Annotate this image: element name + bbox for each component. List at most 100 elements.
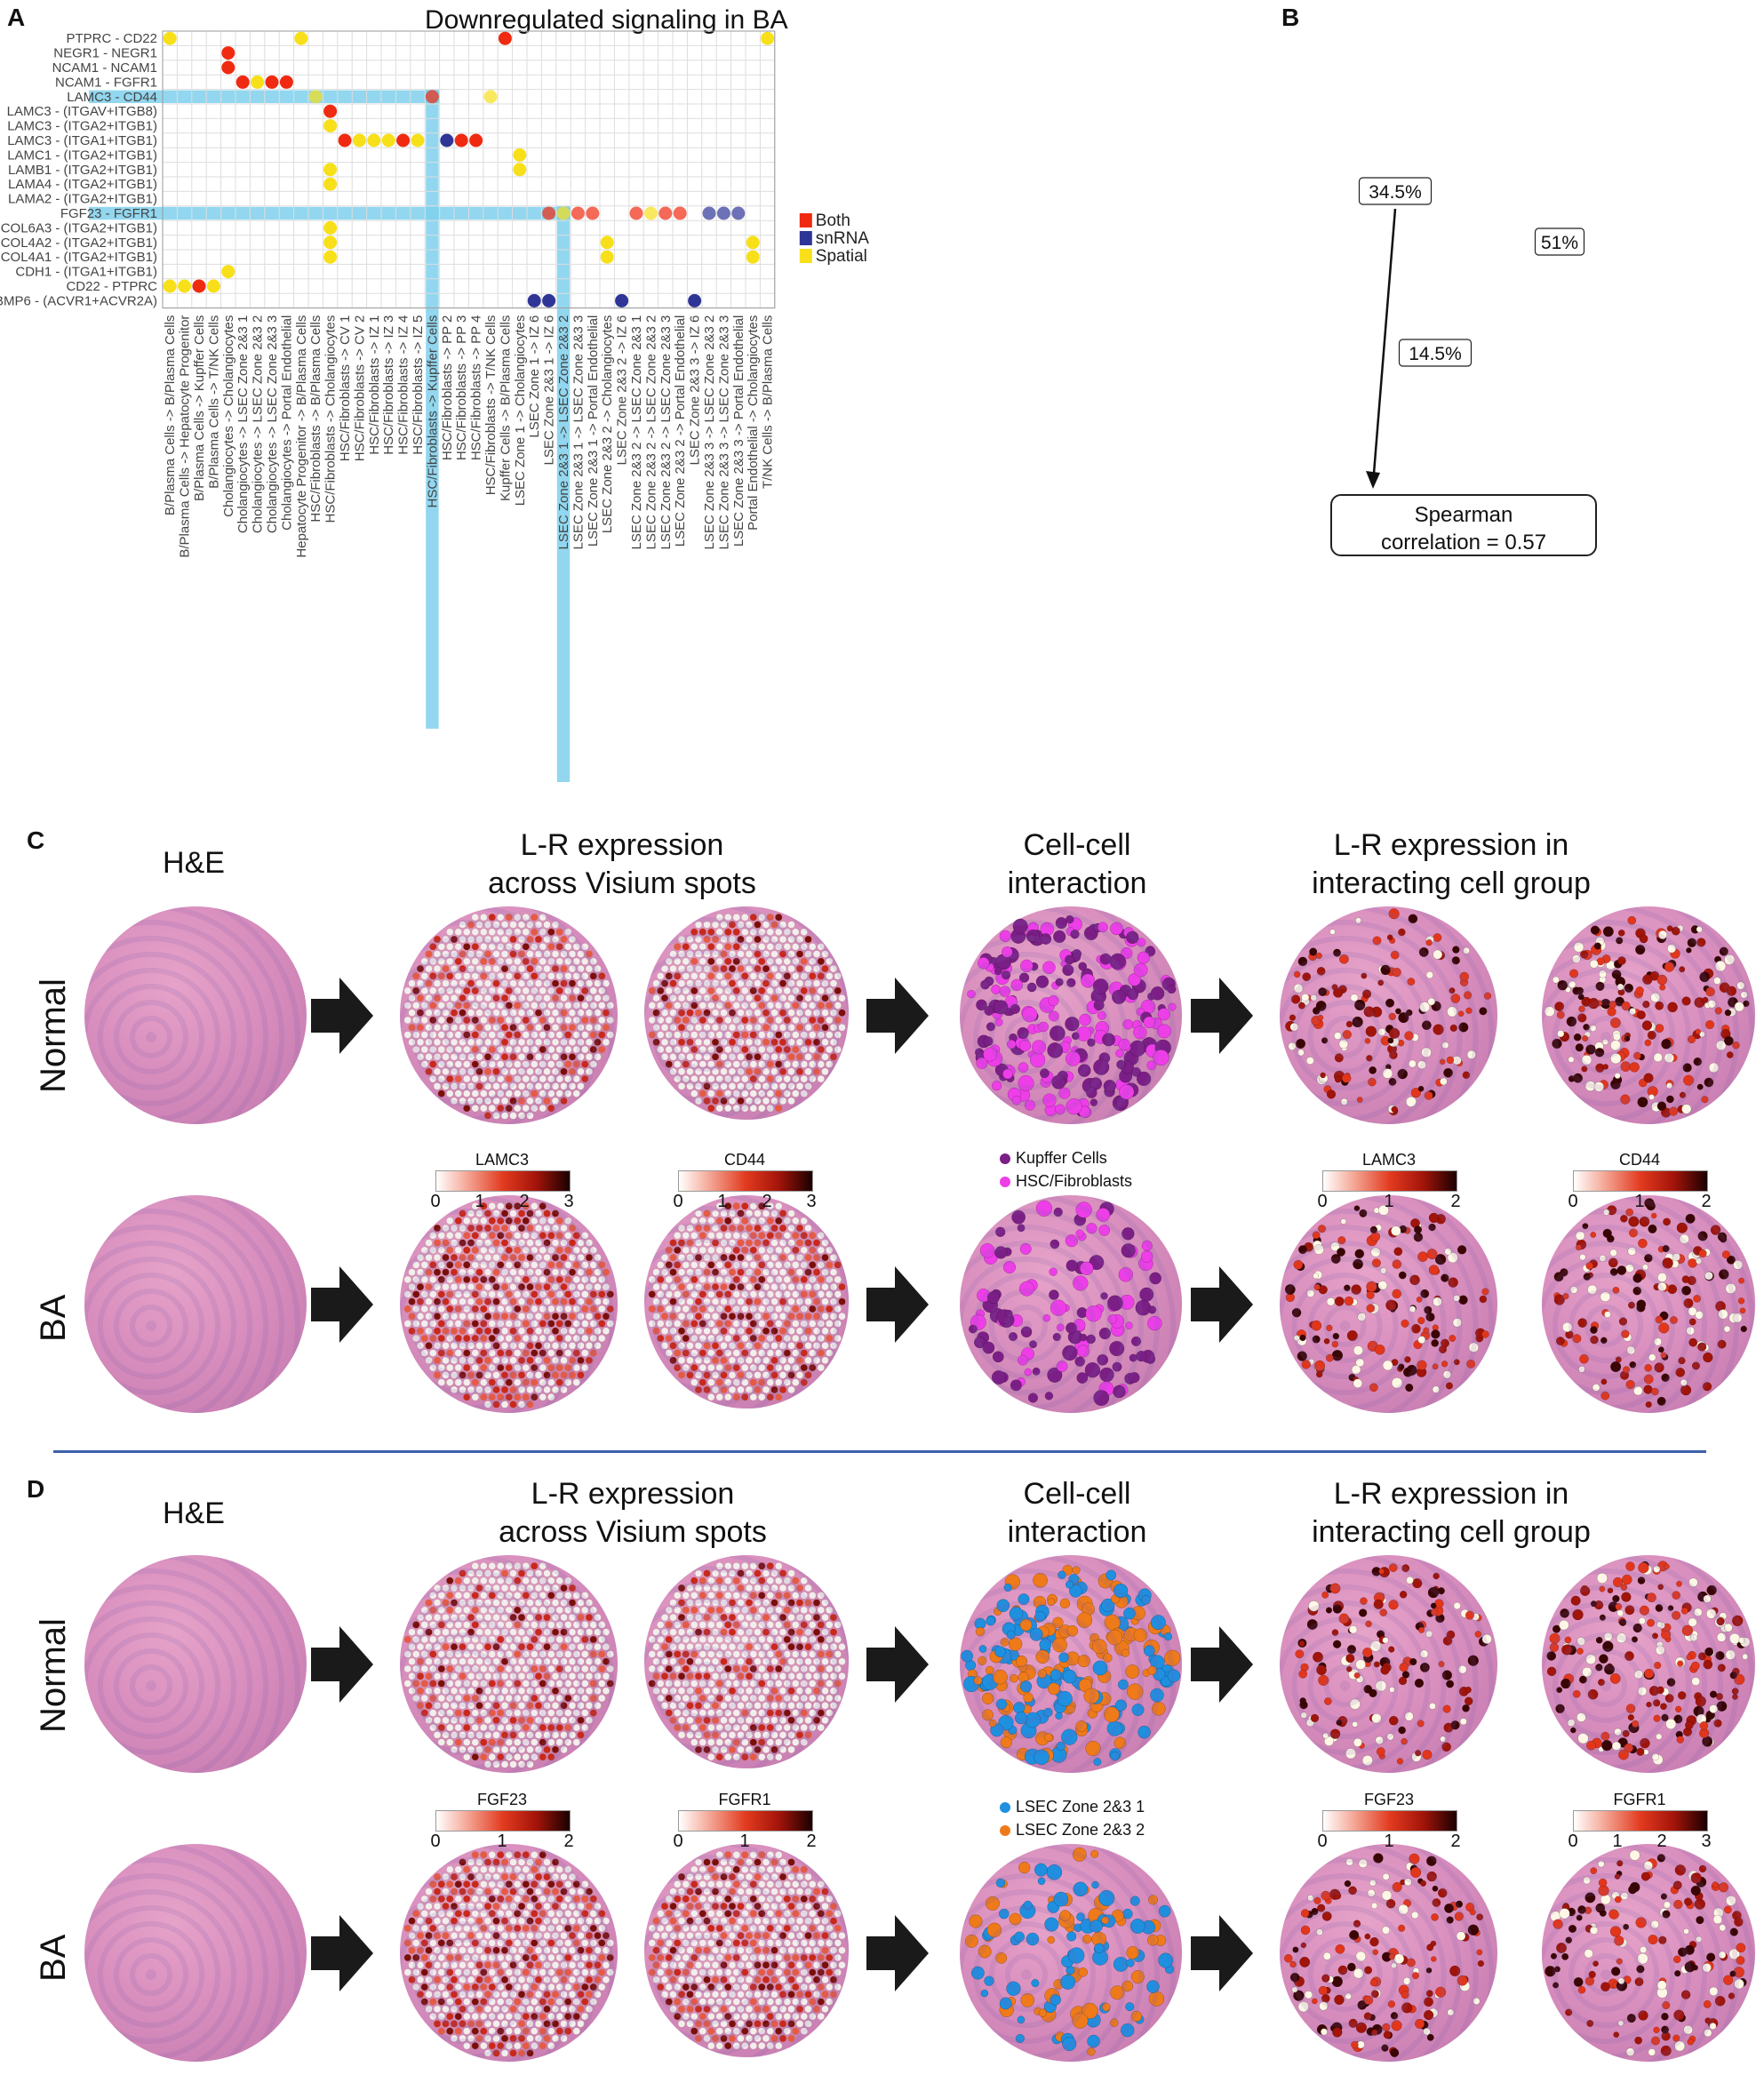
- visium-spot: [526, 1282, 534, 1291]
- x-tick-label: LSEC Zone 1 -> IZ 6: [527, 315, 542, 438]
- spot: [1334, 1075, 1342, 1083]
- d-row-normal: Normal: [34, 1618, 73, 1733]
- spot: [1598, 970, 1608, 978]
- visium-spot: [480, 1562, 488, 1570]
- spot: [1600, 1731, 1610, 1741]
- visium-spot: [551, 1371, 560, 1379]
- spot: [978, 1676, 994, 1692]
- spot: [1472, 1613, 1480, 1621]
- visium-spot: [577, 1038, 585, 1046]
- visium-spot: [551, 1716, 560, 1725]
- spot: [984, 1344, 994, 1354]
- visium-spot: [459, 979, 467, 987]
- spot: [1353, 1737, 1362, 1747]
- spot: [1140, 999, 1156, 1015]
- spot: [1310, 994, 1317, 1002]
- spot: [1301, 1360, 1312, 1369]
- visium-spot: [585, 1702, 594, 1710]
- visium-spot: [543, 1009, 551, 1017]
- spot: [1085, 1740, 1101, 1757]
- visium-spot: [497, 1363, 505, 1372]
- visium-spot: [564, 1320, 572, 1328]
- visium-spot: [698, 1320, 706, 1328]
- spot: [1297, 1245, 1307, 1255]
- visium-spot: [745, 1613, 754, 1622]
- visium-spot: [809, 1261, 817, 1269]
- visium-spot: [522, 1349, 530, 1357]
- visium-spot: [711, 1356, 720, 1365]
- spot: [1297, 1638, 1307, 1648]
- visium-spot: [754, 1297, 762, 1305]
- visium-spot: [715, 1320, 723, 1328]
- visium-spot: [577, 994, 585, 1002]
- spot: [1055, 1104, 1066, 1115]
- spot: [1653, 1714, 1661, 1722]
- interaction-spots: [961, 1564, 1181, 1767]
- visium-spot: [732, 1060, 740, 1068]
- visium-spot: [787, 1613, 795, 1622]
- visium-spot: [517, 1313, 526, 1321]
- spot: [1086, 1026, 1095, 1034]
- visium-spot: [534, 1672, 543, 1680]
- visium-spot: [514, 986, 522, 995]
- spot: [1308, 952, 1318, 962]
- spot: [1616, 1609, 1624, 1617]
- visium-spot: [509, 1401, 517, 1409]
- visium-spot: [720, 1584, 728, 1592]
- visium-spot: [652, 1038, 660, 1046]
- visium-spot: [720, 1053, 728, 1061]
- visium-spot: [471, 1621, 479, 1629]
- visium-spot: [555, 1650, 563, 1658]
- visium-spot: [648, 1275, 656, 1284]
- spot: [1304, 1241, 1314, 1252]
- visium-spot: [703, 1253, 711, 1262]
- visium-spot: [826, 1680, 834, 1688]
- spot: [1164, 1649, 1181, 1666]
- spot: [1103, 1706, 1120, 1723]
- visium-spot: [500, 1687, 509, 1695]
- visium-spot: [412, 1016, 420, 1025]
- spot: [1404, 1356, 1411, 1363]
- visium-spot: [433, 1009, 442, 1017]
- spot: [1625, 1379, 1635, 1390]
- colorbar-tick: 3: [563, 1192, 574, 1211]
- x-tick-label: HSC/Fibroblasts -> CV 2: [352, 315, 367, 462]
- visium-spot: [551, 921, 560, 929]
- visium-spot: [762, 1224, 770, 1233]
- visium-spot: [475, 994, 483, 1002]
- visium-spot: [826, 1349, 834, 1357]
- spot: [1001, 999, 1018, 1017]
- visium-spot: [517, 1224, 526, 1233]
- visium-spot: [686, 1313, 694, 1321]
- visium-spot: [492, 1253, 500, 1262]
- visium-spot: [707, 1363, 715, 1372]
- spot: [1027, 1393, 1039, 1403]
- visium-spot: [766, 1104, 774, 1113]
- visium-spot: [531, 1261, 539, 1269]
- visium-spot: [514, 1045, 522, 1054]
- visium-spot: [543, 1024, 551, 1032]
- visium-spot: [483, 964, 492, 973]
- visium-spot: [463, 1320, 471, 1328]
- spot: [1345, 1020, 1353, 1028]
- visium-spot: [652, 1687, 660, 1695]
- visium-spot: [724, 1290, 732, 1298]
- spot: [1669, 1316, 1678, 1325]
- visium-spot: [686, 1067, 694, 1076]
- visium-spot: [724, 1217, 732, 1225]
- visium-spot: [594, 1282, 602, 1291]
- visium-spot: [766, 1275, 774, 1284]
- x-tick-label: LSEC Zone 2&3 2 -> Portal Endothelial: [673, 315, 688, 547]
- visium-spot: [694, 1672, 703, 1680]
- visium-spot: [821, 1297, 829, 1305]
- spot: [986, 1615, 996, 1625]
- visium-spot: [792, 1275, 800, 1284]
- visium-spot: [787, 1385, 795, 1394]
- visium-spot: [778, 1268, 787, 1276]
- visium-spot: [749, 1334, 757, 1343]
- visium-spot: [425, 1009, 433, 1017]
- visium-spot: [741, 914, 749, 922]
- visium-spot: [677, 1599, 686, 1607]
- spot: [1354, 917, 1361, 924]
- visium-spot: [694, 1569, 703, 1577]
